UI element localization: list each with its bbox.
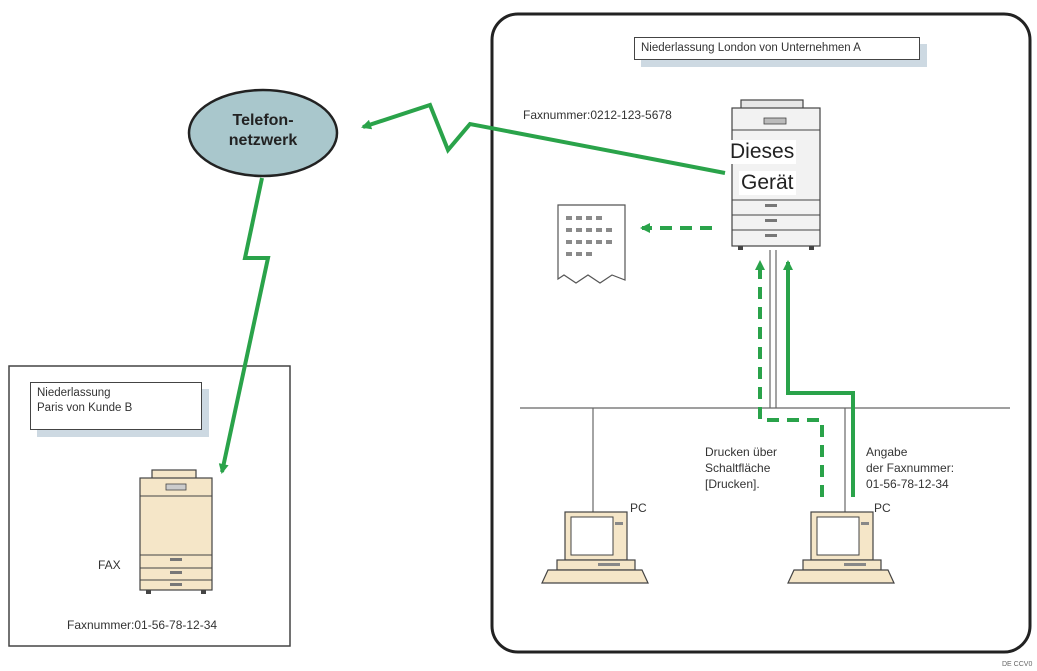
paris-office-title-line1: Niederlassung <box>37 387 111 399</box>
figure-code: DE CCV0 <box>1002 661 1033 668</box>
fax-line-network-to-paris <box>218 177 271 474</box>
fax-note-line1: Angabe <box>866 445 908 459</box>
network-label-line1: Telefon- <box>232 112 294 129</box>
paris-fax-number: Faxnummer:01-56-78-12-34 <box>67 618 218 632</box>
paris-fax-label: FAX <box>98 558 121 572</box>
fax-note: Angabe der Faxnummer: 01-56-78-12-34 <box>866 444 954 492</box>
paris-office-frame <box>8 365 291 647</box>
print-note-line1: Drucken über <box>705 445 778 459</box>
fax-line-london-to-network <box>361 102 726 175</box>
print-job-path-arrow <box>755 260 824 497</box>
telephone-network-cloud <box>187 88 339 178</box>
pc-left-icon <box>541 511 649 584</box>
printed-document-icon <box>557 204 626 284</box>
print-note: Drucken über Schaltfläche [Drucken]. <box>705 444 778 492</box>
fax-note-line3: 01-56-78-12-34 <box>866 477 949 491</box>
network-label: Telefon- netzwerk <box>198 111 328 151</box>
fax-job-path-arrow <box>783 260 855 497</box>
device-label-line2: Gerät <box>739 171 796 195</box>
paris-fax-machine-icon <box>139 469 213 594</box>
print-note-line3: [Drucken]. <box>705 477 760 491</box>
network-label-line2: netzwerk <box>228 132 298 149</box>
paris-office-title: Niederlassung Paris von Kunde B <box>30 382 202 430</box>
pc-right-label: PC <box>874 501 891 515</box>
pc-right-icon <box>787 511 895 584</box>
london-office-title: Niederlassung London von Unternehmen A <box>634 37 920 60</box>
pc-left-label: PC <box>630 501 647 515</box>
fax-note-line2: der Faxnummer: <box>866 461 955 475</box>
print-note-line2: Schaltfläche <box>705 461 771 475</box>
paris-office-title-line2: Paris von Kunde B <box>37 402 133 414</box>
london-office-frame <box>490 12 1032 654</box>
device-label-line1: Dieses <box>728 140 797 164</box>
london-fax-number: Faxnummer:0212-123-5678 <box>523 108 672 122</box>
